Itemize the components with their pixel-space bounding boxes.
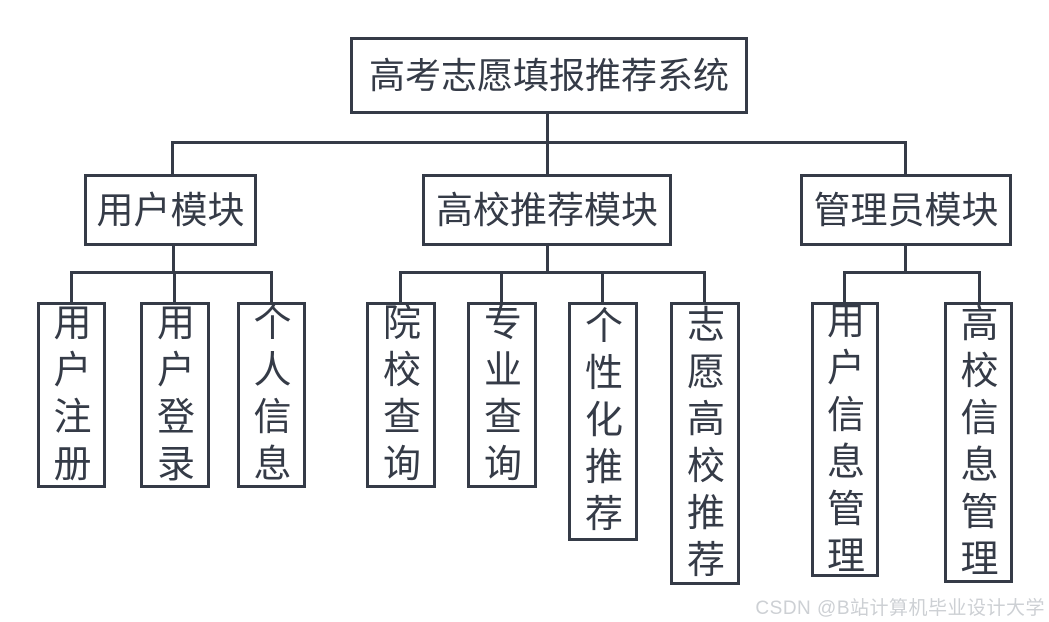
connector-line	[399, 271, 706, 274]
connector-line	[843, 271, 981, 274]
node-leaf-user-register: 用户注册	[37, 302, 106, 488]
node-leaf-label: 用户信息管理	[827, 300, 866, 578]
node-leaf-label: 个性化推荐	[585, 306, 624, 536]
node-leaf-label: 专业查询	[484, 303, 523, 486]
connector-line	[172, 245, 175, 273]
node-leaf-label: 高校信息管理	[960, 303, 999, 581]
node-leaf-label: 院校查询	[383, 303, 422, 486]
connector-line	[703, 271, 706, 303]
connector-line	[978, 271, 981, 303]
node-module-user: 用户模块	[84, 174, 257, 246]
node-leaf-volunteer-college-recommend: 志愿高校推荐	[670, 302, 740, 585]
node-root-label: 高考志愿填报推荐系统	[368, 54, 729, 96]
connector-line	[399, 271, 402, 303]
connector-line	[546, 113, 549, 143]
node-module-user-label: 用户模块	[96, 189, 245, 231]
node-leaf-user-login: 用户登录	[140, 302, 210, 488]
connector-line	[70, 271, 73, 303]
connector-line	[70, 271, 273, 274]
connector-line	[171, 141, 174, 175]
node-leaf-major-query: 专业查询	[467, 302, 537, 488]
node-module-admin: 管理员模块	[800, 174, 1012, 246]
node-module-admin-label: 管理员模块	[813, 189, 999, 231]
node-leaf-college-info-manage: 高校信息管理	[944, 302, 1013, 583]
node-module-recommend: 高校推荐模块	[422, 174, 672, 246]
watermark: CSDN @B站计算机毕业设计大学	[755, 598, 1045, 619]
connector-line	[904, 141, 907, 175]
connector-line	[500, 271, 503, 303]
node-leaf-personalized-recommend: 个性化推荐	[568, 302, 638, 541]
connector-line	[173, 271, 176, 303]
node-leaf-college-query: 院校查询	[366, 302, 436, 488]
node-module-recommend-label: 高校推荐模块	[436, 189, 658, 231]
connector-line	[546, 141, 549, 175]
node-leaf-label: 志愿高校推荐	[687, 304, 726, 582]
node-leaf-label: 个人信息	[253, 303, 292, 486]
connector-line	[546, 245, 549, 273]
node-leaf-label: 用户登录	[157, 303, 196, 486]
node-root: 高考志愿填报推荐系统	[350, 37, 748, 114]
connector-line	[270, 271, 273, 303]
connector-line	[843, 271, 846, 303]
node-leaf-user-info-manage: 用户信息管理	[811, 301, 879, 578]
node-leaf-personal-info: 个人信息	[237, 302, 306, 488]
connector-line	[171, 141, 907, 144]
node-leaf-label: 用户注册	[53, 303, 92, 486]
connector-line	[601, 271, 604, 303]
connector-line	[904, 245, 907, 273]
